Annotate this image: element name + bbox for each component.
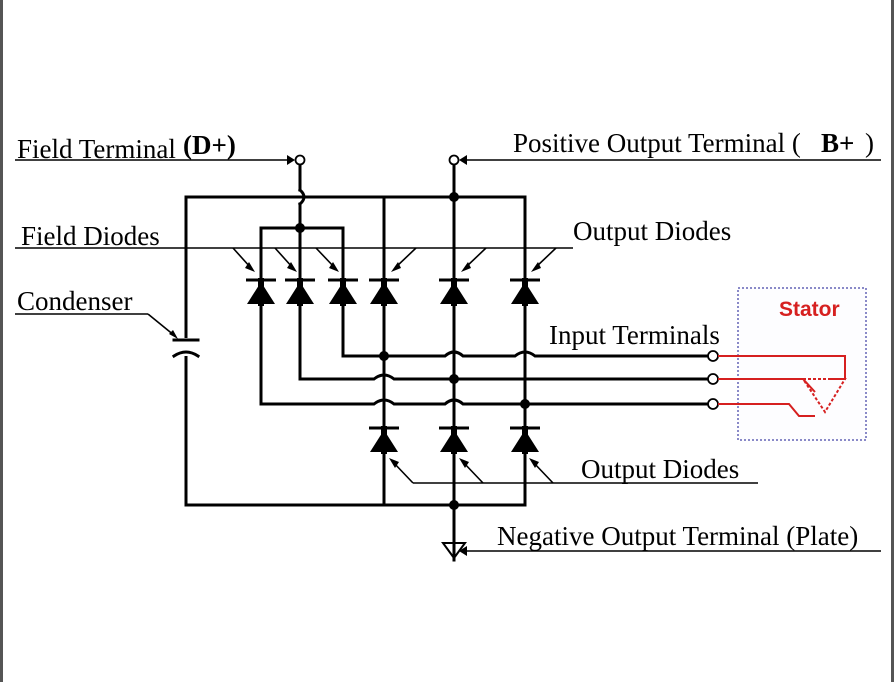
- condenser-label: Condenser: [17, 286, 132, 316]
- positive-output-close: ): [865, 128, 874, 158]
- negative-output-label: Negative Output Terminal (Plate): [497, 521, 858, 551]
- output-diode: [439, 278, 469, 306]
- output-diode: [369, 278, 399, 306]
- field-terminal-code: (D+): [183, 130, 236, 160]
- output-diode: [510, 278, 540, 306]
- positive-output-code: B+: [821, 128, 854, 158]
- positive-terminal-node: [448, 154, 460, 166]
- junction-dot: [295, 223, 305, 233]
- output-diode: [369, 426, 399, 454]
- ground-symbol: [441, 542, 467, 560]
- junction-dot: [449, 192, 459, 202]
- leader-lines: [15, 155, 881, 556]
- alternator-rectifier-diagram: Stator Field Terminal (D+) Positive Outp…: [15, 128, 881, 562]
- output-diode: [439, 426, 469, 454]
- junction-dot: [520, 399, 530, 409]
- phase-line-b: [298, 373, 710, 381]
- stator-title: Stator: [779, 298, 840, 321]
- outer-bus-loop: [184, 195, 527, 507]
- stator-lead-a: [718, 355, 846, 380]
- field-terminal-node: [294, 154, 306, 166]
- main-wiring: [184, 154, 719, 562]
- condenser-symbol: [171, 338, 201, 359]
- input-terminals-label: Input Terminals: [549, 320, 720, 350]
- field-terminal-label: Field Terminal: [17, 134, 176, 164]
- junction-dot: [379, 351, 389, 361]
- junction-dot: [449, 374, 459, 384]
- input-terminal-node: [707, 398, 719, 410]
- input-terminal-node: [707, 350, 719, 362]
- output-diodes-bottom-label: Output Diodes: [581, 454, 739, 484]
- output-diodes-top-label: Output Diodes: [573, 216, 731, 246]
- stator-winding-delta: [801, 378, 847, 414]
- phase-line-c: [259, 398, 710, 406]
- field-diode: [285, 278, 315, 306]
- positive-output-label: Positive Output Terminal (: [513, 128, 801, 158]
- stator-box: Stator: [718, 287, 867, 441]
- stator-lead-c: [718, 403, 815, 417]
- field-diodes-label: Field Diodes: [21, 221, 160, 251]
- labels: Field Terminal (D+) Positive Output Term…: [17, 128, 874, 551]
- phase-line-a: [341, 350, 710, 358]
- input-terminal-node: [707, 373, 719, 385]
- output-diode: [510, 426, 540, 454]
- junction-dot: [449, 500, 459, 510]
- field-diode: [328, 278, 358, 306]
- field-diode: [246, 278, 276, 306]
- diode-group: [246, 278, 540, 454]
